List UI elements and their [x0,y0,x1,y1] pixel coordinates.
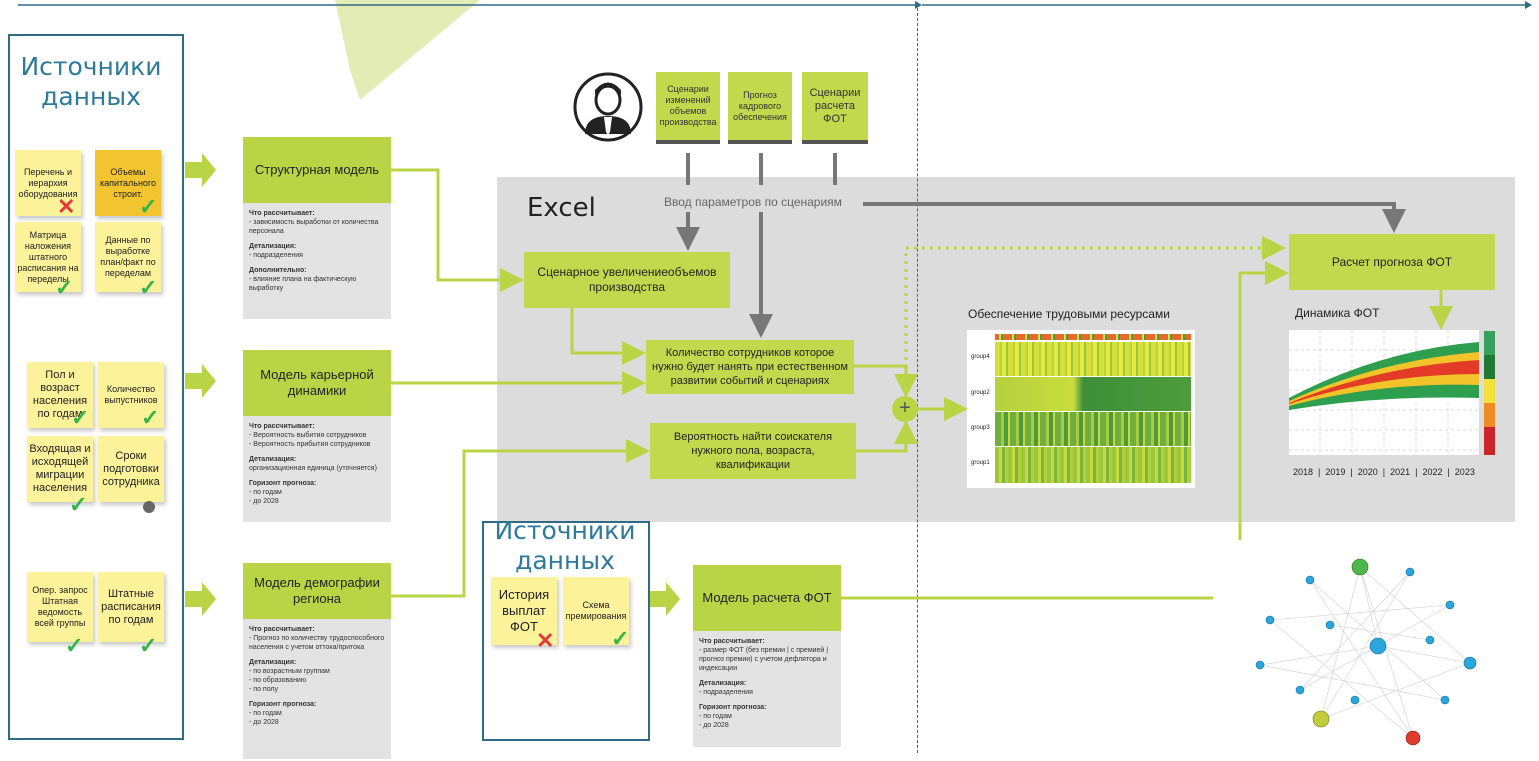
structural-model-title: Структурная модель [243,137,391,203]
heatmap-card: group4 group2 group3 group1 [967,330,1195,488]
check-icon: ✓ [139,633,158,658]
check-icon: ✓ [141,405,160,430]
heatmap-row [995,377,1191,411]
fot-model-desc: Что рассчитывает:- размер ФОТ (без преми… [693,631,841,747]
check-icon: ✓ [139,275,158,300]
scenario-staffing-note: Прогноз кадрового обеспечения [728,72,792,140]
check-icon: ✓ [65,633,84,658]
demography-model-desc: Что рассчитывает:- Прогноз по количеству… [243,619,391,759]
fot-sources-title-line1: Источники [494,516,636,545]
heatmap-row [995,447,1191,483]
status-dot-icon [143,501,155,513]
heatmap-row-label: group3 [971,425,990,431]
fot-model-title: Модель расчета ФОТ [693,565,841,631]
candidate-probability-box: Вероятность найти соискателя нужного пол… [650,423,856,479]
fot-forecast-box: Расчет прогноза ФОТ [1289,234,1495,290]
note-population: Пол и возраст населения по годам [27,362,93,428]
plus-icon: + [892,396,918,422]
fot-sources-title: Источники данных [484,516,646,576]
note-matrix: Матрица наложения штатного расписания на… [15,222,81,292]
check-icon: ✓ [69,492,88,517]
check-icon: ✓ [139,194,158,219]
scenario-fot-note: Сценарии расчета ФОТ [802,72,868,140]
demography-model-title: Модель демографии региона [243,563,391,619]
note-training: Сроки подготовки сотрудника [98,436,164,502]
heatmap-top-strip [995,334,1191,340]
cross-icon: ✕ [536,628,555,653]
check-icon: ✓ [71,405,90,430]
note-graduates: Количество выпустников [98,362,164,428]
note-migration: Входящая и исходящей миграции населения [27,436,93,502]
heatmap-title: Обеспечение трудовыми ресурсами [968,307,1170,321]
data-sources-frame [8,34,184,740]
param-input-label: Ввод параметров по сценариям [664,195,842,209]
note-staff-sheet: Опер. запрос Штатная ведомость всей груп… [27,572,93,642]
career-model-desc: Что рассчитывает:- Вероятность выбития с… [243,416,391,522]
decorative-shape [335,0,480,100]
scenario-volume-note: Сценарии изменений объемов производства [656,72,720,140]
career-model-title: Модель карьерной динамики [243,350,391,416]
cross-icon: ✕ [57,194,76,219]
heatmap-row [995,342,1191,376]
fot-years-axis: 2018 | 2019 | 2020 | 2021 | 2022 | 2023 [1293,467,1475,477]
check-icon: ✓ [611,626,630,651]
fot-sources-title-line2: данных [515,546,615,575]
fot-dynamics-title: Динамика ФОТ [1295,306,1380,320]
check-icon: ✓ [55,275,74,300]
divider-line [917,8,918,753]
note-staff-schedule: Штатные расписания по годам [98,572,164,642]
heatmap-row [995,412,1191,446]
data-sources-title-line2: данных [41,82,141,111]
data-sources-title-line1: Источники [20,52,162,81]
heatmap-row-label: group1 [971,460,990,466]
data-sources-title: Источники данных [10,52,172,112]
scenario-volume-box: Сценарное увеличениеобъемов производства [524,252,730,308]
note-equipment: Перечень и иерархия оборудования [15,150,81,216]
structural-model-desc: Что рассчитывает:- зависимость выработки… [243,203,391,319]
note-output: Данные по выработке план/факт по передел… [95,222,161,292]
heatmap-row-label: group2 [971,390,990,396]
hire-count-box: Количество сотрудников которое нужно буд… [646,340,854,394]
excel-label: Excel [527,193,596,223]
heatmap-row-label: group4 [971,354,990,360]
note-capital: Объемы капитального строит. [95,150,161,216]
